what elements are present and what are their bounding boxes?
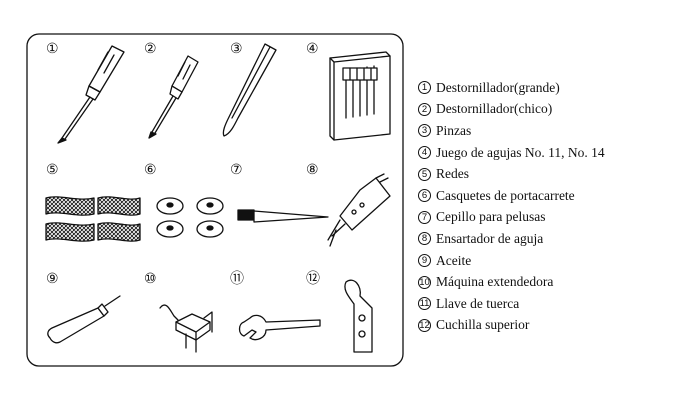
tweezers-icon — [222, 43, 277, 137]
legend-number: 2 — [418, 102, 431, 116]
legend-number: 11 — [418, 297, 431, 311]
legend-text: Llave de tuerca — [436, 295, 520, 311]
legend-text: Casquetes de portacarrete — [436, 187, 575, 203]
spreader-machine-icon — [159, 304, 213, 353]
figure-label-1: ① — [46, 40, 59, 56]
spool-caps-icon — [156, 197, 224, 238]
figure-label-4: ④ — [306, 40, 319, 56]
figure-label-3: ③ — [230, 40, 243, 56]
accessories-diagram: ① ② ③ ④ ⑤ ⑥ ⑦ ⑧ ⑨ ⑩ ⑪ ⑫ — [26, 33, 404, 367]
needle-set-icon — [329, 51, 391, 141]
legend-number: 5 — [418, 167, 431, 181]
figure-label-9: ⑨ — [46, 270, 59, 286]
figure-label-12: ⑫ — [306, 270, 320, 286]
legend-text: Juego de agujas No. 11, No. 14 — [436, 144, 605, 160]
legend-item: 4 Juego de agujas No. 11, No. 14 — [418, 142, 605, 164]
legend-item: 5 Redes — [418, 163, 605, 185]
legend-text: Cuchilla superior — [436, 317, 530, 333]
legend-list: 1 Destornillador(grande) 2 Destornillador(… — [418, 77, 605, 336]
legend-item: 12 Cuchilla superior — [418, 315, 605, 337]
nets-icon — [45, 196, 141, 242]
figure-label-7: ⑦ — [230, 161, 243, 177]
diagram-frame — [26, 33, 404, 367]
legend-text: Ensartador de aguja — [436, 230, 544, 246]
legend-item: 9 Aceite — [418, 250, 605, 272]
figure-label-5: ⑤ — [46, 161, 59, 177]
legend-number: 12 — [418, 318, 431, 332]
legend-item: 11 Llave de tuerca — [418, 293, 605, 315]
legend-text: Destornillador(grande) — [436, 79, 560, 95]
legend-number: 6 — [418, 189, 431, 203]
legend-text: Redes — [436, 166, 469, 182]
legend-text: Aceite — [436, 252, 472, 268]
needle-threader-icon — [327, 173, 391, 247]
figure-label-6: ⑥ — [144, 161, 157, 177]
screwdriver-large-icon — [57, 45, 125, 144]
legend-number: 9 — [418, 254, 431, 268]
legend-text: Máquina extendedora — [436, 274, 554, 290]
legend-item: 10 Máquina extendedora — [418, 271, 605, 293]
legend-number: 8 — [418, 232, 431, 246]
figure-label-11: ⑪ — [230, 270, 244, 286]
legend-number: 10 — [418, 275, 431, 289]
wrench-icon — [238, 314, 321, 341]
figure-label-2: ② — [144, 40, 157, 56]
legend-text: Cepillo para pelusas — [436, 209, 546, 225]
lint-brush-icon — [237, 209, 329, 223]
legend-item: 3 Pinzas — [418, 120, 605, 142]
legend-item: 1 Destornillador(grande) — [418, 77, 605, 99]
screwdriver-small-icon — [148, 55, 199, 139]
legend-text: Pinzas — [436, 122, 472, 138]
legend-item: 2 Destornillador(chico) — [418, 99, 605, 121]
legend-item: 7 Cepillo para pelusas — [418, 207, 605, 229]
legend-text: Destornillador(chico) — [436, 101, 553, 117]
legend-number: 7 — [418, 210, 431, 224]
legend-number: 3 — [418, 124, 431, 138]
legend-item: 6 Casquetes de portacarrete — [418, 185, 605, 207]
legend-number: 1 — [418, 81, 431, 95]
upper-knife-icon — [344, 279, 373, 353]
legend-item: 8 Ensartador de aguja — [418, 228, 605, 250]
figure-label-8: ⑧ — [306, 161, 319, 177]
figure-labels: ① ② ③ ④ ⑤ ⑥ ⑦ ⑧ ⑨ ⑩ ⑪ ⑫ — [46, 40, 320, 286]
legend-number: 4 — [418, 146, 431, 160]
oiler-icon — [47, 295, 121, 344]
figure-label-10: ⑩ — [144, 270, 157, 286]
